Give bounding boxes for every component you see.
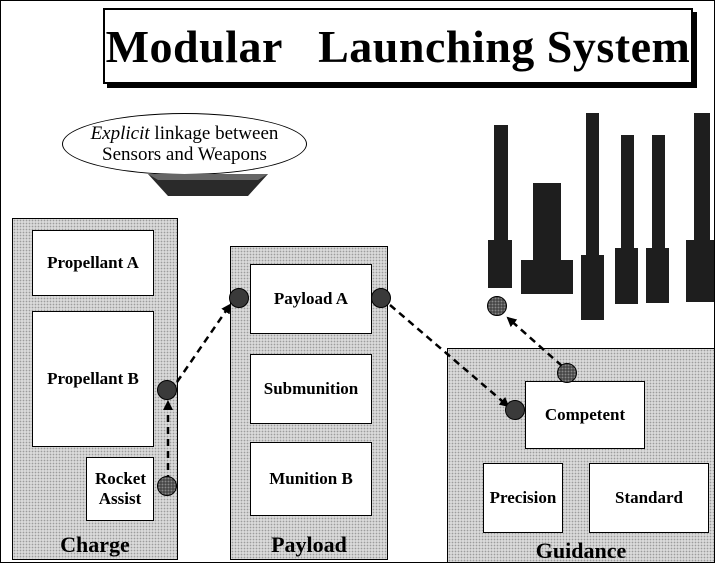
- sensor-bar-6-base: [686, 240, 714, 302]
- sensor-bar-3-base: [581, 255, 604, 320]
- guidance-to-sensor-link: [506, 316, 563, 367]
- payload-a-module: Payload A: [250, 264, 372, 334]
- linkage-callout: Explicit linkage between Sensors and Wea…: [62, 113, 307, 175]
- munition-b-module: Munition B: [250, 442, 372, 516]
- propellant-a-module: Propellant A: [32, 230, 154, 296]
- precision-module: Precision: [483, 463, 563, 533]
- sensor-bar-4-base: [615, 248, 638, 304]
- charge-to-payload-link: [175, 303, 232, 383]
- callout-emphasis: Explicit: [90, 123, 150, 144]
- precision-label: Precision: [489, 488, 557, 507]
- standard-label: Standard: [614, 488, 684, 507]
- payload-a-left-connector: [229, 288, 249, 308]
- charge-label: Charge: [60, 532, 130, 557]
- down-arrow-icon: [148, 174, 268, 196]
- munition-b-label: Munition B: [269, 469, 353, 488]
- propellant-a-label: Propellant A: [47, 253, 139, 272]
- payload-label: Payload: [271, 532, 347, 557]
- competent-label: Competent: [544, 405, 626, 424]
- sensor-connector: [487, 296, 507, 316]
- guidance-label: Guidance: [535, 538, 627, 563]
- propellant-b-module: Propellant B: [32, 311, 154, 447]
- submunition-label: Submunition: [263, 379, 359, 398]
- title-box: Modular Launching System: [103, 8, 693, 84]
- standard-module: Standard: [589, 463, 709, 533]
- sensor-bar-2: [533, 183, 561, 263]
- callout-line-2: Sensors and Weapons: [102, 144, 267, 165]
- sensor-bar-2-base: [521, 260, 573, 294]
- sensor-bar-3: [586, 113, 599, 258]
- callout-line-1: Explicit linkage between: [91, 123, 279, 144]
- rocket-assist-module: Rocket Assist: [86, 457, 154, 521]
- payload-to-guidance-link: [389, 304, 510, 408]
- competent-top-connector: [557, 363, 577, 383]
- sensor-bar-5: [652, 135, 665, 253]
- callout-line-1-text: linkage between: [149, 123, 279, 144]
- payload-a-label: Payload A: [273, 289, 349, 308]
- sensor-bar-5-base: [646, 248, 669, 303]
- propellant-b-connector: [157, 380, 177, 400]
- sensor-bar-6: [694, 113, 710, 243]
- sensor-bar-4: [621, 135, 634, 250]
- slide-title: Modular Launching System: [105, 20, 691, 72]
- propellant-b-label: Propellant B: [47, 369, 139, 388]
- sensor-bar-1-base: [488, 240, 512, 288]
- competent-module: Competent: [525, 381, 645, 449]
- competent-left-connector: [505, 400, 525, 420]
- submunition-module: Submunition: [250, 354, 372, 424]
- payload-a-right-connector: [371, 288, 391, 308]
- rocket-assist-connector: [157, 476, 177, 496]
- sensor-bar-1: [494, 125, 508, 243]
- rocket-assist-label: Rocket Assist: [95, 469, 146, 508]
